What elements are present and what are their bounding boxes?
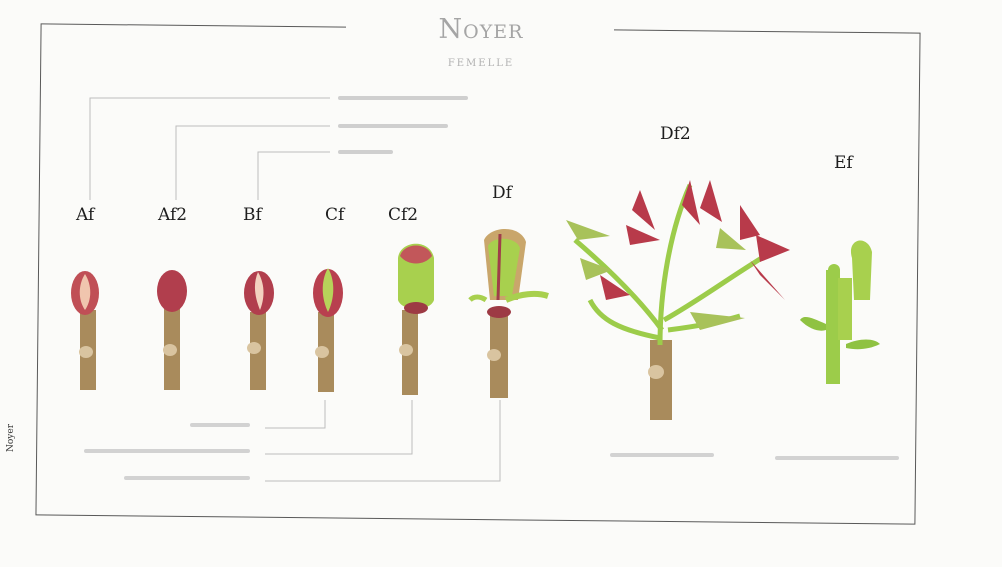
bottom-leader-lines	[265, 400, 500, 481]
stage-illustration-af2	[157, 270, 187, 390]
top-leader-lines	[90, 98, 330, 200]
stage-illustration-df	[470, 229, 548, 398]
stage-illustration-ef	[800, 241, 880, 384]
stage-illustration-bf	[244, 271, 274, 390]
stage-illustration-cf	[313, 268, 343, 392]
top-annotation-text-blurs	[338, 96, 468, 154]
stage-illustration-df2	[566, 180, 790, 420]
bottom-annotation-text-blurs	[84, 423, 899, 480]
stage-illustration-cf2	[398, 244, 434, 395]
stage-illustration-af	[71, 271, 99, 390]
